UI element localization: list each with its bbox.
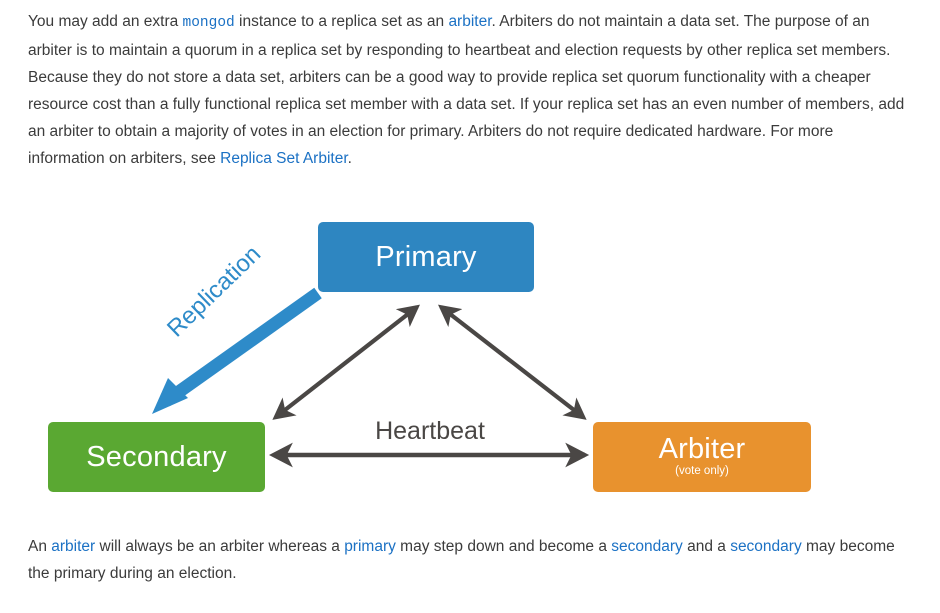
node-secondary[interactable]: Secondary xyxy=(48,422,265,492)
outro-paragraph-block: An arbiter will always be an arbiter whe… xyxy=(28,533,912,587)
replica-set-arbiter-link[interactable]: Replica Set Arbiter xyxy=(220,150,348,167)
diagram-arrows xyxy=(152,287,590,468)
heartbeat-arrow-primary-arbiter xyxy=(438,304,587,420)
node-arbiter-subtitle: (vote only) xyxy=(675,465,729,477)
intro-text-3: . Arbiters do not maintain a data set. T… xyxy=(28,13,905,167)
node-primary[interactable]: Primary xyxy=(318,222,534,292)
intro-text-4: . xyxy=(347,150,352,167)
outro-text-5: may become the primary during an electio… xyxy=(28,538,895,582)
outro-text-4: and a xyxy=(682,538,731,555)
heartbeat-label: Heartbeat xyxy=(375,417,485,445)
intro-paragraph: You may add an extra mongod instance to … xyxy=(28,8,912,172)
outro-text-3: may step down and become a xyxy=(395,538,612,555)
arbiter-link-2[interactable]: arbiter xyxy=(51,538,96,555)
node-primary-title: Primary xyxy=(375,241,477,273)
intro-text-1: You may add an extra xyxy=(28,13,183,30)
node-arbiter-title: Arbiter xyxy=(658,433,746,465)
heartbeat-arrow-primary-secondary xyxy=(272,304,420,420)
outro-text-2: will always be an arbiter whereas a xyxy=(95,538,345,555)
intro-paragraph-block: You may add an extra mongod instance to … xyxy=(28,8,912,172)
outro-paragraph: An arbiter will always be an arbiter whe… xyxy=(28,533,912,587)
node-arbiter[interactable]: Arbiter (vote only) xyxy=(593,422,811,492)
primary-link[interactable]: primary xyxy=(344,538,396,555)
node-secondary-title: Secondary xyxy=(86,441,227,473)
secondary-link-2[interactable]: secondary xyxy=(730,538,802,555)
mongod-link[interactable]: mongod xyxy=(182,15,235,31)
arbiter-link[interactable]: arbiter xyxy=(448,13,492,30)
intro-text-2: instance to a replica set as an xyxy=(234,13,449,30)
outro-text-1: An xyxy=(28,538,52,555)
replica-set-diagram: Primary Secondary Arbiter (vote only) Re… xyxy=(0,195,940,520)
secondary-link-1[interactable]: secondary xyxy=(611,538,683,555)
